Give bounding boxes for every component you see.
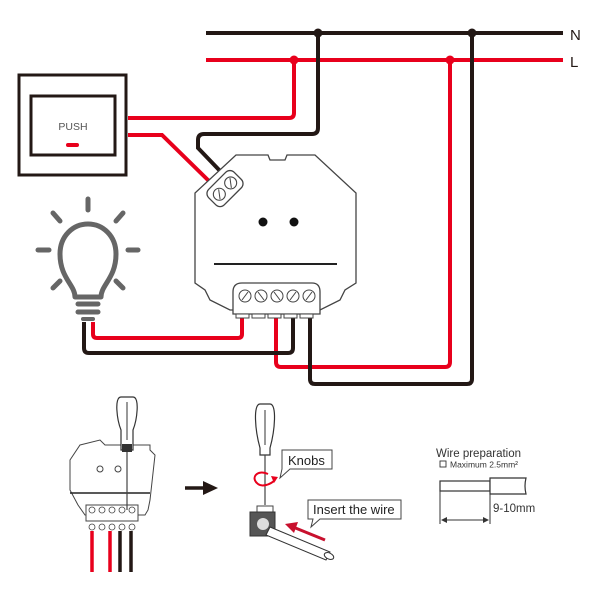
- neutral-drop-wire: [308, 33, 474, 386]
- strip-length-label: 9-10mm: [493, 503, 535, 515]
- insert-wire-callout: Insert the wire: [307, 499, 402, 529]
- live-drop-wire: [274, 60, 452, 369]
- screwdriver-icon: [116, 396, 138, 510]
- terminal-insert-illustration: [249, 403, 335, 561]
- live-to-switch-wire: [128, 60, 296, 120]
- wire-preparation: Wire preparation Maximum 2.5mm² 9-10mm: [436, 448, 535, 524]
- knobs-label: Knobs: [288, 453, 325, 468]
- insert-wire-label: Insert the wire: [313, 502, 395, 517]
- push-label: PUSH: [58, 121, 87, 133]
- push-switch: PUSH: [17, 73, 128, 177]
- module-led-1: [258, 217, 268, 227]
- knobs-callout: Knobs: [279, 449, 333, 480]
- top-terminal-block: [206, 169, 244, 208]
- step-arrow-icon: [185, 481, 218, 495]
- live-label: L: [570, 54, 578, 71]
- neutral-junction-dot-1: [313, 28, 323, 38]
- switch-indicator-led: [66, 143, 79, 147]
- bottom-terminal-block: [232, 282, 321, 319]
- screwdriver-icon: [254, 403, 276, 505]
- lamp-neutral-wire: [82, 318, 295, 355]
- dimmer-module: [194, 154, 357, 319]
- live-junction-dot: [289, 55, 299, 65]
- neutral-junction-dot-2: [467, 28, 477, 38]
- rotate-arrow-icon: [253, 471, 276, 487]
- switch-to-module-wire: [128, 133, 214, 186]
- light-bulb-icon: [35, 196, 141, 321]
- neutral-label: N: [570, 27, 581, 44]
- wire-max-label: Maximum 2.5mm²: [450, 460, 518, 470]
- live-junction-dot-2: [445, 55, 455, 65]
- lamp-live-wire: [91, 318, 244, 340]
- checkbox-icon: [439, 460, 447, 468]
- module-led-2: [289, 217, 299, 227]
- wire-prep-title: Wire preparation: [436, 448, 521, 460]
- neutral-to-module-wire: [196, 33, 320, 175]
- module-install-illustration: [69, 396, 156, 572]
